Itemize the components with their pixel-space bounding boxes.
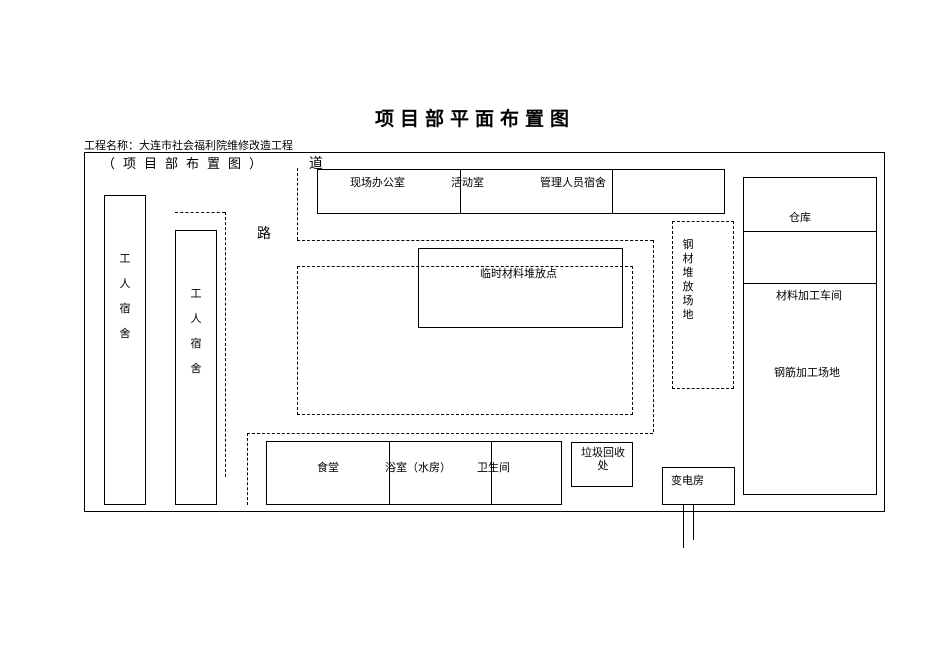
layout-subtitle: （项目部布置图） xyxy=(102,157,271,172)
site-boundary xyxy=(84,152,885,512)
room-divider xyxy=(744,283,876,284)
road-label-dao: 道 xyxy=(309,156,323,172)
power-line xyxy=(693,505,694,540)
temp-material-label: 临时材料堆放点 xyxy=(480,267,557,280)
room-divider xyxy=(612,170,613,213)
management-dorm-label: 管理人员宿舍 xyxy=(540,176,606,189)
road-edge xyxy=(247,433,653,434)
temp-material-storage: 临时材料堆放点 xyxy=(418,248,623,328)
garbage-collection: 垃圾回收处 xyxy=(571,442,633,487)
room-divider xyxy=(460,170,461,213)
road-edge xyxy=(225,212,226,477)
right-column-building: 仓库 材料加工车间 钢筋加工场地 xyxy=(743,177,877,495)
road-edge xyxy=(247,433,248,505)
worker-dorm-1: 工人宿舍 xyxy=(104,195,146,505)
road-edge xyxy=(175,212,225,213)
worker-dorm-2: 工人宿舍 xyxy=(175,230,217,505)
worker-dorm-1-label: 工人宿舍 xyxy=(119,252,131,340)
bath-room-label: 浴室（水房） xyxy=(385,461,451,474)
road-label-lu: 路 xyxy=(257,226,271,242)
room-divider xyxy=(744,231,876,232)
road-edge xyxy=(297,240,653,241)
steel-storage-area: 钢材堆放场地 xyxy=(672,221,734,389)
rebar-yard-label: 钢筋加工场地 xyxy=(774,366,840,379)
page-title: 项目部平面布置图 xyxy=(374,108,575,130)
yard-area xyxy=(297,266,633,415)
bottom-row-building: 食堂 浴室（水房） 卫生间 xyxy=(266,441,562,505)
canteen-label: 食堂 xyxy=(317,461,339,474)
processing-workshop-label: 材料加工车间 xyxy=(776,289,842,302)
road-edge xyxy=(653,240,654,432)
warehouse-label: 仓库 xyxy=(789,211,811,224)
top-row-building: 现场办公室 活动室 管理人员宿舍 xyxy=(317,169,725,214)
steel-storage-label: 钢材堆放场地 xyxy=(682,238,694,321)
substation-label: 变电房 xyxy=(671,474,704,487)
substation: 变电房 xyxy=(662,467,735,505)
garbage-label: 垃圾回收处 xyxy=(581,446,625,472)
toilet-label: 卫生间 xyxy=(477,461,510,474)
road-edge xyxy=(297,168,298,240)
office-label: 现场办公室 xyxy=(350,176,405,189)
room-divider xyxy=(389,442,390,504)
power-line xyxy=(683,505,684,548)
room-divider xyxy=(491,442,492,504)
project-name: 工程名称：大连市社会福利院维修改造工程 xyxy=(84,139,293,152)
activity-room-label: 活动室 xyxy=(451,176,484,189)
worker-dorm-2-label: 工人宿舍 xyxy=(190,287,202,375)
